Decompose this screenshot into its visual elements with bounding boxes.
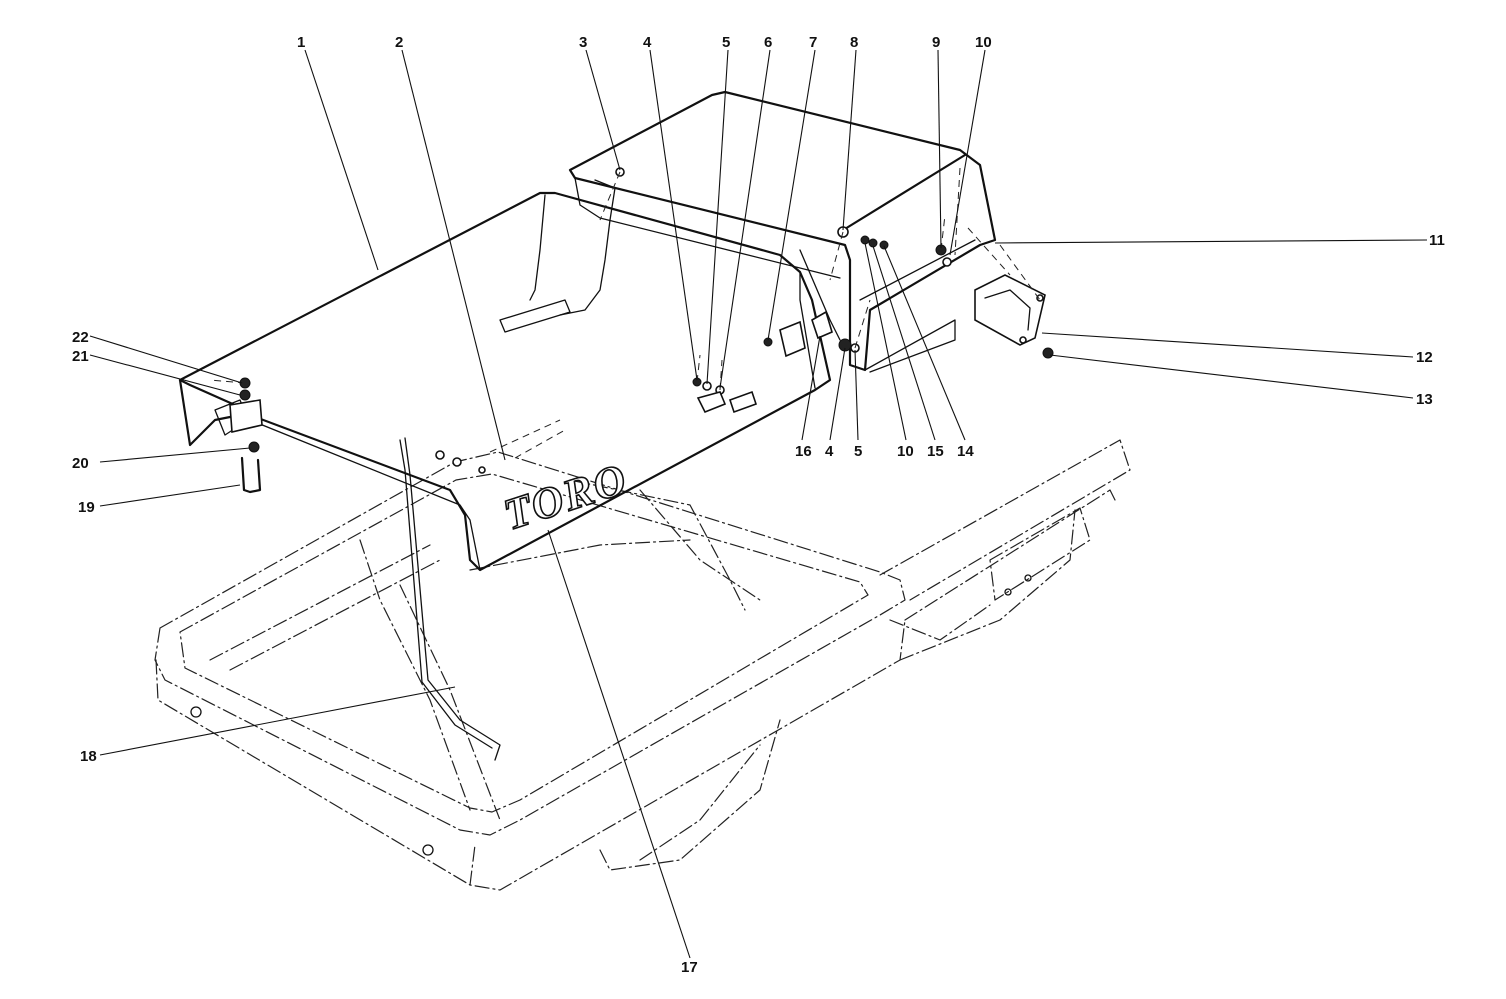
- callout-1: 1: [297, 34, 305, 51]
- callout-10-bottom: 10: [897, 443, 914, 460]
- callout-9: 9: [932, 34, 940, 51]
- callout-4-bottom: 4: [825, 443, 834, 460]
- callout-14: 14: [957, 443, 974, 460]
- callout-5: 5: [722, 34, 730, 51]
- callout-15: 15: [927, 443, 944, 460]
- callout-8: 8: [850, 34, 858, 51]
- callout-3: 3: [579, 34, 587, 51]
- callout-4: 4: [643, 34, 652, 51]
- callout-2: 2: [395, 34, 403, 51]
- callout-7: 7: [809, 34, 817, 51]
- callout-18: 18: [80, 748, 97, 765]
- callout-16: 16: [795, 443, 812, 460]
- front-hood: TORO: [178, 179, 832, 761]
- callout-17: 17: [681, 959, 698, 976]
- rear-hood: [568, 90, 997, 373]
- callout-10-top: 10: [975, 34, 992, 51]
- brand-logo: TORO: [498, 454, 634, 540]
- callout-21: 21: [72, 348, 89, 365]
- chassis-frame: [154, 439, 1131, 891]
- callout-22: 22: [72, 329, 89, 346]
- callout-12: 12: [1416, 349, 1433, 366]
- callout-13: 13: [1416, 391, 1433, 408]
- callouts: 1 2 3 4 5 6 7 8 9 10 11 12 13 14 15 10 5…: [72, 34, 1445, 976]
- callout-6: 6: [764, 34, 772, 51]
- callout-5-bottom: 5: [854, 443, 862, 460]
- callout-11: 11: [1429, 232, 1445, 249]
- callout-20: 20: [72, 455, 89, 472]
- callout-19: 19: [78, 499, 95, 516]
- hardware: [229, 167, 1054, 494]
- leader-lines: [89, 49, 1428, 959]
